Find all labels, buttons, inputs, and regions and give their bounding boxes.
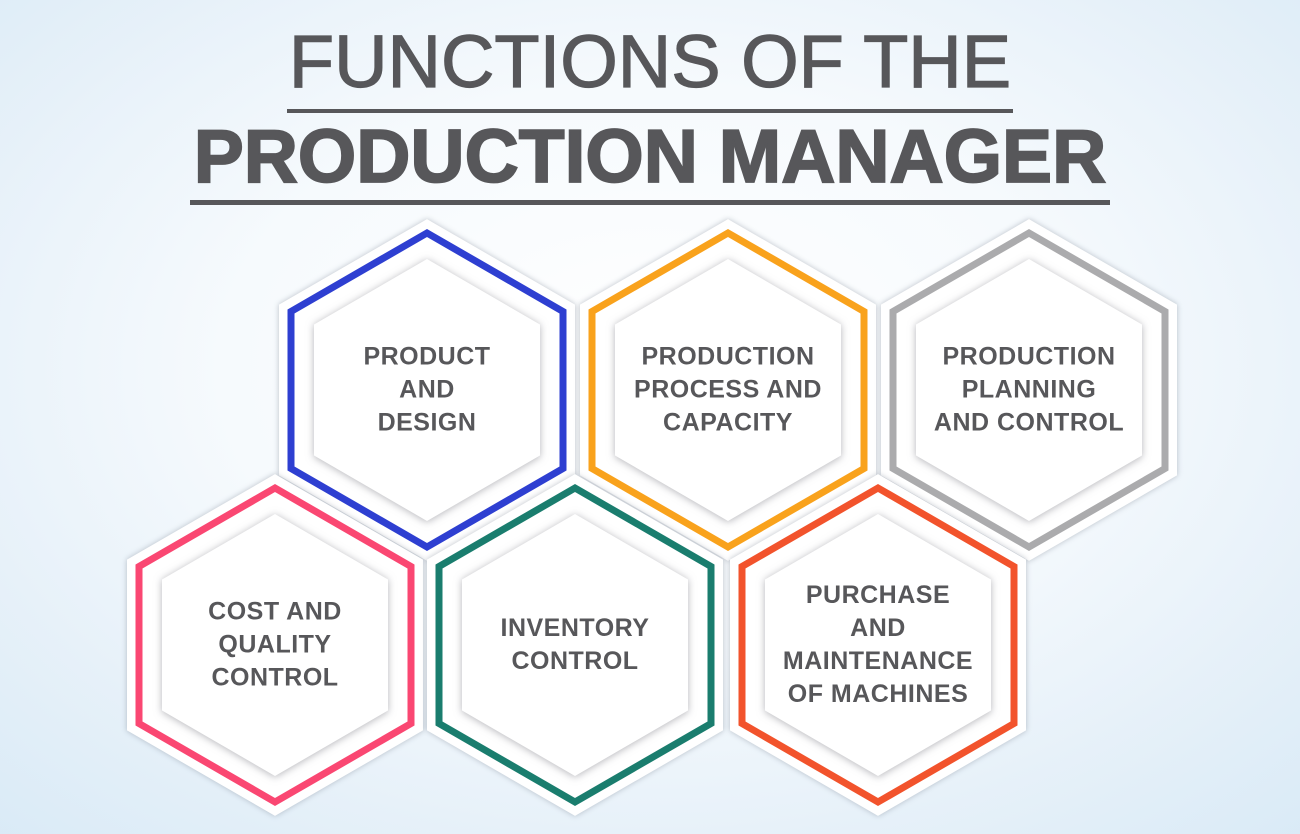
hexagon-inner-plate — [615, 259, 841, 521]
hexagon-label-inventory-control: INVENTORY CONTROL — [500, 614, 650, 675]
hexagon-shape — [881, 219, 1177, 561]
title-line1: FUNCTIONS OF THE — [286, 18, 1014, 113]
hexagon-product-and-design: PRODUCT AND DESIGN — [267, 210, 587, 570]
hexagon-shape — [730, 474, 1026, 816]
hexagon-shape — [427, 474, 723, 816]
hexagon-label-product-and-design: PRODUCT AND DESIGN — [363, 342, 491, 437]
hexagon-inner-plate — [462, 514, 688, 776]
hexagon-label-purchase-maintenance-machines: PURCHASE AND MAINTENANCE OF MACHINES — [782, 581, 974, 708]
hexagon-inner-plate — [916, 259, 1142, 521]
title-block: FUNCTIONS OF THE PRODUCTION MANAGER — [0, 0, 1300, 205]
hexagon-shape — [279, 219, 575, 561]
hexagon-purchase-maintenance-machines: PURCHASE AND MAINTENANCE OF MACHINES — [718, 465, 1038, 825]
hexagon-label-production-planning-control: PRODUCTION PLANNING AND CONTROL — [933, 342, 1125, 437]
hexagon-inner-plate — [765, 514, 991, 776]
hexagon-label-cost-and-quality-control: COST AND QUALITY CONTROL — [208, 597, 342, 692]
title-line2: PRODUCTION MANAGER — [189, 116, 1111, 205]
hexagon-cost-and-quality-control: COST AND QUALITY CONTROL — [115, 465, 435, 825]
hexagon-label-production-process-capacity: PRODUCTION PROCESS AND CAPACITY — [634, 342, 822, 437]
hexagon-production-planning-control: PRODUCTION PLANNING AND CONTROL — [869, 210, 1189, 570]
hexagon-shape — [580, 219, 876, 561]
hexagon-shape — [127, 474, 423, 816]
hexagon-inner-plate — [314, 259, 540, 521]
hexagon-inner-plate — [162, 514, 388, 776]
hexagon-inventory-control: INVENTORY CONTROL — [415, 465, 735, 825]
hexagon-production-process-capacity: PRODUCTION PROCESS AND CAPACITY — [568, 210, 888, 570]
